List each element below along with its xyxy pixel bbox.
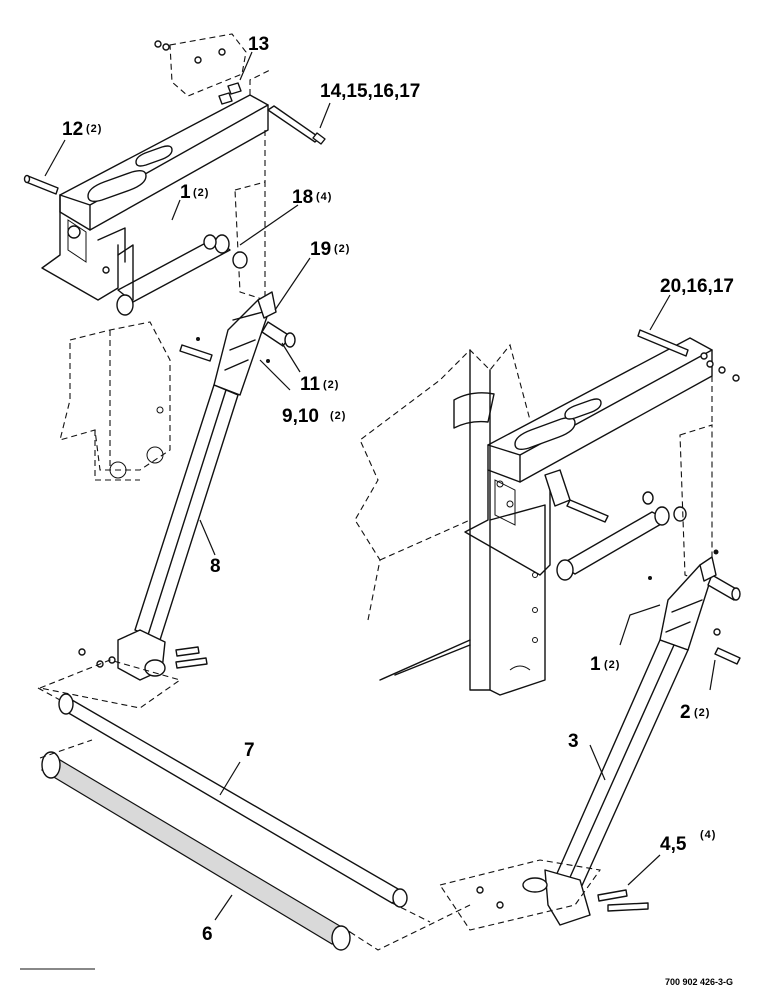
svg-text:(4): (4) (316, 191, 332, 203)
callout-20-16-17: 20,16,17 (660, 276, 734, 297)
svg-text:12: 12 (62, 119, 83, 140)
svg-text:(2): (2) (193, 187, 209, 199)
callout-3: 3 (568, 731, 579, 752)
callout-4-5: 4,5 (4) (660, 829, 716, 855)
tube-6 (39, 739, 471, 951)
callout-11: 11 (2) (300, 374, 339, 395)
svg-text:11: 11 (300, 374, 321, 395)
right-upper-frame (354, 329, 740, 696)
left-upper-frame (41, 33, 271, 481)
callout-2: 2 (2) (680, 702, 710, 723)
callout-9-10: 9,10 (2) (282, 406, 346, 427)
svg-text:(2): (2) (86, 123, 102, 135)
callout-12: 12 (2) (62, 119, 102, 140)
svg-text:14,15,16,17: 14,15,16,17 (320, 81, 420, 102)
svg-text:20,16,17: 20,16,17 (660, 276, 734, 297)
svg-text:(4): (4) (700, 829, 716, 841)
svg-text:1: 1 (590, 654, 601, 675)
svg-text:2: 2 (680, 702, 691, 723)
left-arm-8 (38, 291, 296, 709)
bolt-14 (267, 105, 326, 145)
callout-8: 8 (210, 556, 221, 577)
svg-text:13: 13 (248, 34, 269, 55)
svg-text:4,5: 4,5 (660, 834, 687, 855)
callout-7: 7 (244, 740, 255, 761)
svg-text:1: 1 (180, 182, 191, 203)
svg-text:(2): (2) (334, 243, 350, 255)
tube-7 (37, 687, 431, 923)
svg-text:18: 18 (292, 187, 313, 208)
callout-6: 6 (202, 924, 213, 945)
callout-14-15-16-17: 14,15,16,17 (320, 81, 420, 102)
figure-code: 700 902 426-3-G (665, 977, 733, 987)
callout-18: 18 (4) (292, 187, 332, 208)
svg-text:9,10: 9,10 (282, 406, 319, 427)
svg-text:(2): (2) (604, 659, 620, 671)
svg-text:3: 3 (568, 731, 579, 752)
svg-text:(2): (2) (694, 707, 710, 719)
svg-text:(2): (2) (323, 379, 339, 391)
leader-lines (44, 51, 716, 921)
svg-text:(2): (2) (330, 410, 346, 422)
callout-13: 13 (248, 34, 269, 55)
svg-text:7: 7 (244, 740, 255, 761)
callout-19: 19 (2) (310, 239, 350, 260)
callout-1-left: 1 (2) (180, 182, 209, 203)
right-arm-3 (439, 549, 741, 931)
svg-text:19: 19 (310, 239, 331, 260)
svg-text:6: 6 (202, 924, 213, 945)
pin-12 (23, 174, 59, 195)
callout-1-right: 1 (2) (590, 654, 620, 675)
svg-text:8: 8 (210, 556, 221, 577)
